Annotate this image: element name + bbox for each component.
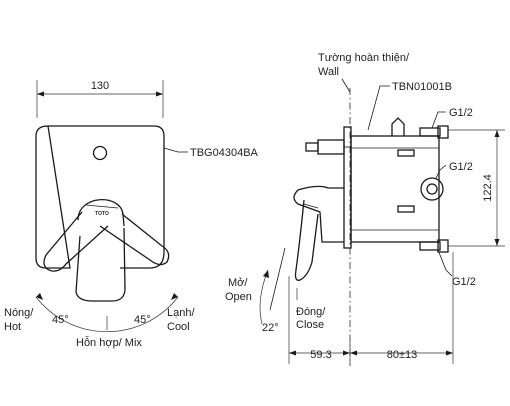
brand-mark: TOTO: [95, 211, 109, 217]
front-view: 130 TBG04304BA TOTO 45° 45° Nóng: [4, 80, 259, 349]
handle-left-position: [43, 211, 109, 272]
handle-hub: [77, 199, 125, 227]
handle-right-position: [99, 213, 170, 266]
width-dimension: 130: [36, 80, 164, 118]
port-callouts: G1/2 G1/2 G1/2: [431, 107, 476, 288]
close-label-en: Close: [296, 319, 324, 331]
depth-back-value: 80±13: [387, 349, 418, 361]
open-label-en: Open: [225, 291, 252, 303]
handle-center-position: [75, 227, 126, 302]
lever-handle: TOTO: [43, 199, 170, 302]
close-label: Đóng/: [296, 306, 326, 318]
hot-label: Nóng/: [4, 307, 34, 319]
mix-label: Hỗn hợp/ Mix: [76, 336, 142, 349]
cool-label-en: Cool: [167, 321, 190, 333]
port-top: G1/2: [449, 107, 473, 119]
angle-left: 45°: [52, 314, 69, 326]
angle-arc: 45° 45°: [35, 293, 179, 332]
plate-callout: TBG04304BA: [163, 147, 259, 159]
wall-plate: [35, 125, 165, 269]
width-dimension-value: 130: [91, 80, 109, 92]
depth-dimensions: 59.3 80±13: [288, 252, 454, 364]
hot-label-en: Hot: [4, 321, 21, 333]
wall-label: Tường hoàn thiện/: [318, 52, 410, 64]
side-view: Tường hoàn thiện/ Wall TBN01001B: [225, 52, 505, 366]
depth-front-value: 59.3: [310, 349, 331, 361]
valve-body: [305, 117, 449, 253]
middle-port-outer: [420, 177, 444, 201]
height-dimension: 122.4: [448, 129, 505, 247]
plate-code: TBG04304BA: [190, 147, 259, 159]
angle-right: 45°: [134, 314, 151, 326]
port-bottom: G1/2: [452, 276, 476, 288]
height-dimension-value: 122.4: [482, 174, 494, 202]
cool-label: Lạnh/: [167, 307, 195, 319]
open-close-indicators: Mở/ Open Đóng/ Close 22°: [225, 247, 326, 334]
body-code: TBN01001B: [392, 81, 452, 93]
wall-label-en: Wall: [318, 66, 339, 78]
port-mid: G1/2: [449, 161, 473, 173]
middle-port-inner: [426, 183, 438, 195]
plate-screw-hole: [92, 145, 108, 161]
tilt-angle: 22°: [262, 322, 279, 334]
handle-side-view: [293, 185, 344, 281]
open-label: Mở/: [228, 277, 248, 289]
